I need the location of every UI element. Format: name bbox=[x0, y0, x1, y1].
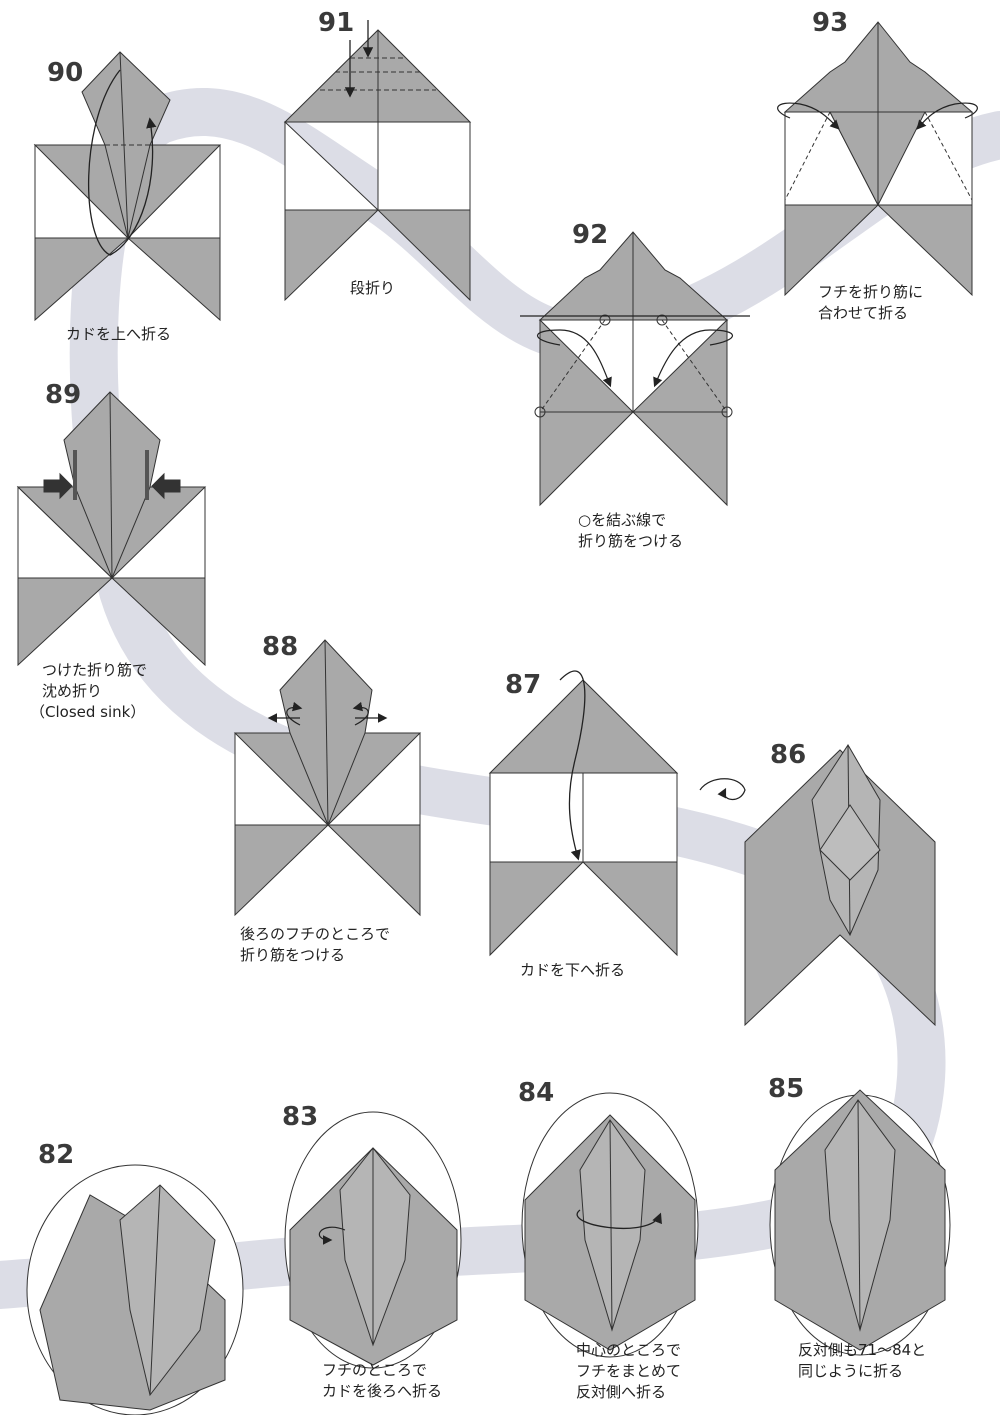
step-87-caption: カドを下へ折る bbox=[520, 961, 626, 979]
step-86-figure bbox=[744, 744, 936, 1027]
step-90-figure bbox=[33, 51, 222, 322]
step-88-caption-line-1: 後ろのフチのところで bbox=[240, 925, 391, 943]
step-88-caption-line-2: 折り筋をつける bbox=[240, 946, 346, 964]
step-number-91: 91 bbox=[318, 8, 355, 38]
step-number-88: 88 bbox=[262, 632, 299, 662]
step-89-caption-line-1: つけた折り筋で bbox=[42, 661, 148, 679]
step-85-figure bbox=[769, 1089, 951, 1356]
step-number-93: 93 bbox=[812, 8, 849, 38]
step-number-82: 82 bbox=[38, 1140, 75, 1170]
step-93-caption-line-1: フチを折り筋に bbox=[818, 283, 924, 301]
step-91-figure bbox=[283, 20, 472, 302]
step-92-figure bbox=[520, 231, 750, 507]
step-89-figure bbox=[16, 391, 207, 667]
step-93-caption-line-2: 合わせて折る bbox=[818, 304, 909, 322]
step-84-caption-line-2: フチをまとめて bbox=[576, 1362, 682, 1380]
step-number-89: 89 bbox=[45, 380, 82, 410]
step-83-figure bbox=[284, 1111, 462, 1369]
step-number-86: 86 bbox=[770, 740, 807, 770]
step-83-caption-line-1: フチのところで bbox=[322, 1361, 428, 1379]
step-number-84: 84 bbox=[518, 1078, 555, 1108]
step-91-caption: 段折り bbox=[350, 279, 396, 297]
step-84-caption-line-3: 反対側へ折る bbox=[576, 1383, 667, 1401]
step-84-figure bbox=[521, 1092, 699, 1358]
step-number-83: 83 bbox=[282, 1102, 319, 1132]
step-number-87: 87 bbox=[505, 670, 542, 700]
step-89-caption-line-2: 沈め折り bbox=[42, 682, 103, 700]
step-92-caption-line-1: ○を結ぶ線で bbox=[578, 511, 667, 529]
step-92-caption-line-2: 折り筋をつける bbox=[578, 532, 684, 550]
step-number-92: 92 bbox=[572, 220, 609, 250]
step-number-85: 85 bbox=[768, 1074, 805, 1104]
step-90-caption: カドを上へ折る bbox=[66, 325, 172, 343]
step-number-90: 90 bbox=[47, 58, 84, 88]
step-93-figure bbox=[777, 21, 978, 297]
step-89-caption-line-3: （Closed sink） bbox=[30, 703, 146, 721]
step-84-caption-line-1: 中心のところで bbox=[576, 1341, 682, 1359]
step-82-figure bbox=[26, 1164, 244, 1415]
step-83-caption-line-2: カドを後ろへ折る bbox=[322, 1382, 443, 1400]
step-85-caption-line-1: 反対側も71～84と bbox=[798, 1341, 927, 1359]
step-85-caption-line-2: 同じように折る bbox=[798, 1362, 904, 1380]
step-88-figure bbox=[233, 639, 422, 917]
step-87-figure bbox=[488, 670, 746, 957]
